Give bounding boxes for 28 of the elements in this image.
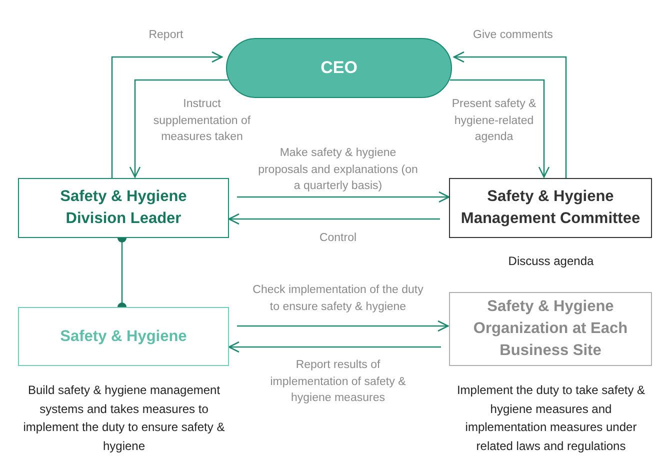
arrow [450, 79, 550, 178]
arrow [228, 341, 441, 353]
edge-label: Report results of implementation of safety & hygiene measures [269, 358, 407, 406]
edge-label: Present safety & hygiene-related agenda [450, 97, 538, 145]
node-label: Safety & Hygiene Division Leader [59, 187, 188, 229]
edge-label: Report [148, 28, 184, 43]
process-box [449, 292, 652, 366]
edge-label: Instruct supplementation of measures taken [152, 97, 252, 145]
edge-label: Control [318, 231, 358, 246]
node-label: CEO [320, 57, 358, 79]
arrow [129, 79, 228, 178]
edge-label: Make safety & hygiene proposals and explanations (on a quarterly basis) [258, 146, 418, 194]
edge-label: Give comments [472, 28, 554, 43]
arrow [237, 320, 449, 332]
edge-label: Check implementation of the duty to ensure safety & hygiene [252, 283, 424, 314]
node-label: Safety & Hygiene [60, 326, 187, 346]
process-box [18, 307, 229, 366]
node-label: Safety & Hygiene Management Committee [460, 187, 642, 229]
process-box [18, 178, 229, 238]
process-box [449, 178, 652, 238]
node-note: Discuss agenda [507, 253, 595, 270]
node-note: Build safety & hygiene management systems and takes measures to implement the duty to ensure safety & hygiene [22, 382, 226, 454]
arrow [453, 51, 567, 178]
arrow [237, 191, 450, 203]
node-note: Implement the duty to take safety & hygiene measures and implementation measures under related laws and regulations [456, 382, 646, 454]
arrow [111, 51, 223, 178]
node-label: Safety & Hygiene Organization at Each Business Site [472, 297, 629, 361]
arrow [228, 213, 440, 225]
